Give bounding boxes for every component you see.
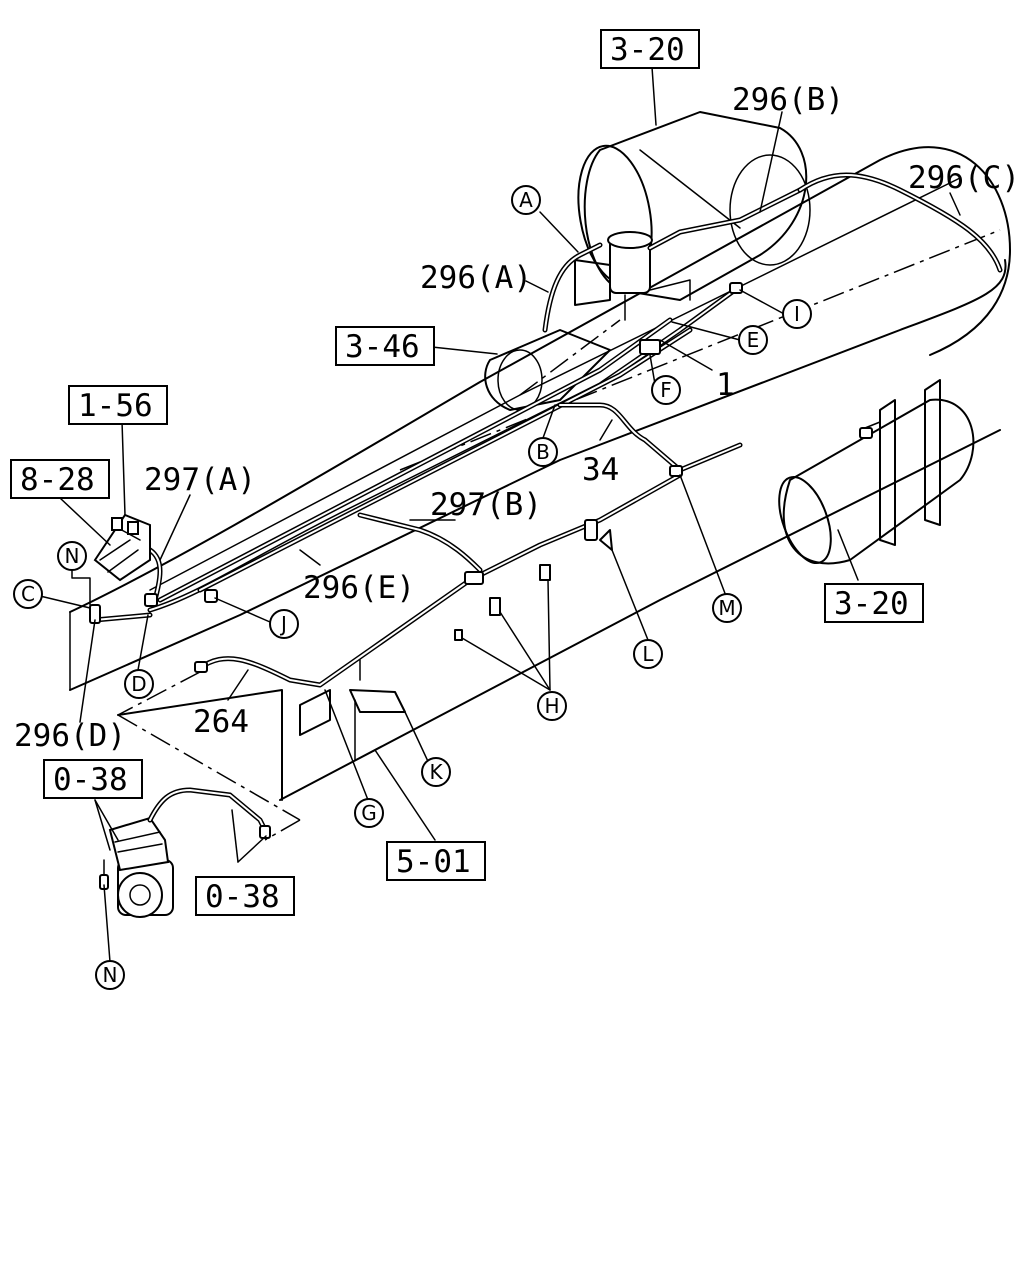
label-296B: 296(B) [732, 82, 844, 118]
svg-text:8-28: 8-28 [20, 462, 95, 498]
valve-block [93, 513, 151, 582]
brackets [299, 529, 613, 761]
svg-text:M: M [718, 596, 735, 620]
callout-L: L [633, 639, 663, 669]
svg-text:3-20: 3-20 [834, 586, 909, 622]
pipe-297B [357, 512, 483, 573]
air-tank-right [778, 379, 975, 565]
label-296A: 296(A) [420, 260, 532, 296]
svg-text:D: D [131, 672, 146, 696]
svg-text:A: A [519, 188, 533, 212]
pipe-296D [92, 612, 153, 623]
svg-text:0-38: 0-38 [53, 762, 128, 798]
callout-N-bottom: N [95, 960, 125, 990]
label-296C: 296(C) [908, 160, 1020, 196]
svg-text:C: C [21, 582, 35, 606]
leader-lines [39, 66, 961, 963]
svg-text:H: H [544, 694, 559, 718]
svg-text:E: E [747, 328, 760, 352]
ref-box-3-20-top: 3-20 [600, 29, 700, 69]
label-264: 264 [193, 704, 249, 740]
pipe-297A [147, 547, 163, 603]
svg-text:L: L [642, 642, 654, 666]
guide-lines [117, 671, 301, 841]
svg-text:K: K [429, 760, 443, 784]
pipe-296A [542, 242, 603, 333]
ref-box-1-56: 1-56 [68, 385, 168, 425]
svg-text:I: I [794, 302, 800, 326]
label-34: 34 [582, 452, 619, 488]
air-compressor [99, 787, 271, 918]
callout-H: H [537, 691, 567, 721]
pipe-fittings [89, 282, 873, 673]
ref-box-5-01: 5-01 [386, 841, 486, 881]
pipe-run-main [147, 287, 738, 613]
pipe-264 [197, 472, 683, 688]
ref-box-8-28: 8-28 [10, 459, 110, 499]
label-296D: 296(D) [14, 718, 126, 754]
svg-text:3-20: 3-20 [610, 32, 685, 68]
label-1: 1 [716, 367, 735, 403]
svg-text:F: F [660, 378, 672, 402]
ref-box-3-20-right: 3-20 [824, 583, 924, 623]
callout-N-top: N [57, 541, 87, 571]
label-297B: 297(B) [430, 487, 542, 523]
ref-box-0-38-left: 0-38 [43, 759, 143, 799]
svg-text:5-01: 5-01 [396, 844, 471, 880]
callout-M: M [712, 593, 742, 623]
pipe-34 [557, 402, 743, 473]
callout-D: D [124, 669, 154, 699]
frame-rail [69, 146, 1011, 801]
svg-text:N: N [103, 963, 118, 987]
callout-I: I [782, 299, 812, 329]
callout-C: C [13, 579, 43, 609]
callout-G: G [354, 798, 384, 828]
air-tank-top [577, 111, 811, 301]
label-296E: 296(E) [303, 570, 415, 606]
svg-text:B: B [536, 440, 550, 464]
air-dryer-valve [574, 231, 691, 321]
svg-text:1-56: 1-56 [78, 388, 153, 424]
ref-box-0-38-bottom: 0-38 [195, 876, 295, 916]
ref-box-3-46: 3-46 [335, 326, 435, 366]
callout-A: A [511, 185, 541, 215]
pipe-296B [647, 187, 803, 251]
callout-J: J [269, 609, 299, 639]
callout-K: K [421, 757, 451, 787]
svg-text:G: G [361, 801, 377, 825]
svg-text:N: N [65, 544, 80, 568]
svg-text:0-38: 0-38 [205, 879, 280, 915]
callout-F: F [651, 375, 681, 405]
pipe-296C [797, 172, 1003, 273]
callout-E: E [738, 325, 768, 355]
callout-B: B [528, 437, 558, 467]
label-297A: 297(A) [144, 462, 256, 498]
svg-text:3-46: 3-46 [345, 329, 420, 365]
svg-text:J: J [279, 612, 287, 636]
